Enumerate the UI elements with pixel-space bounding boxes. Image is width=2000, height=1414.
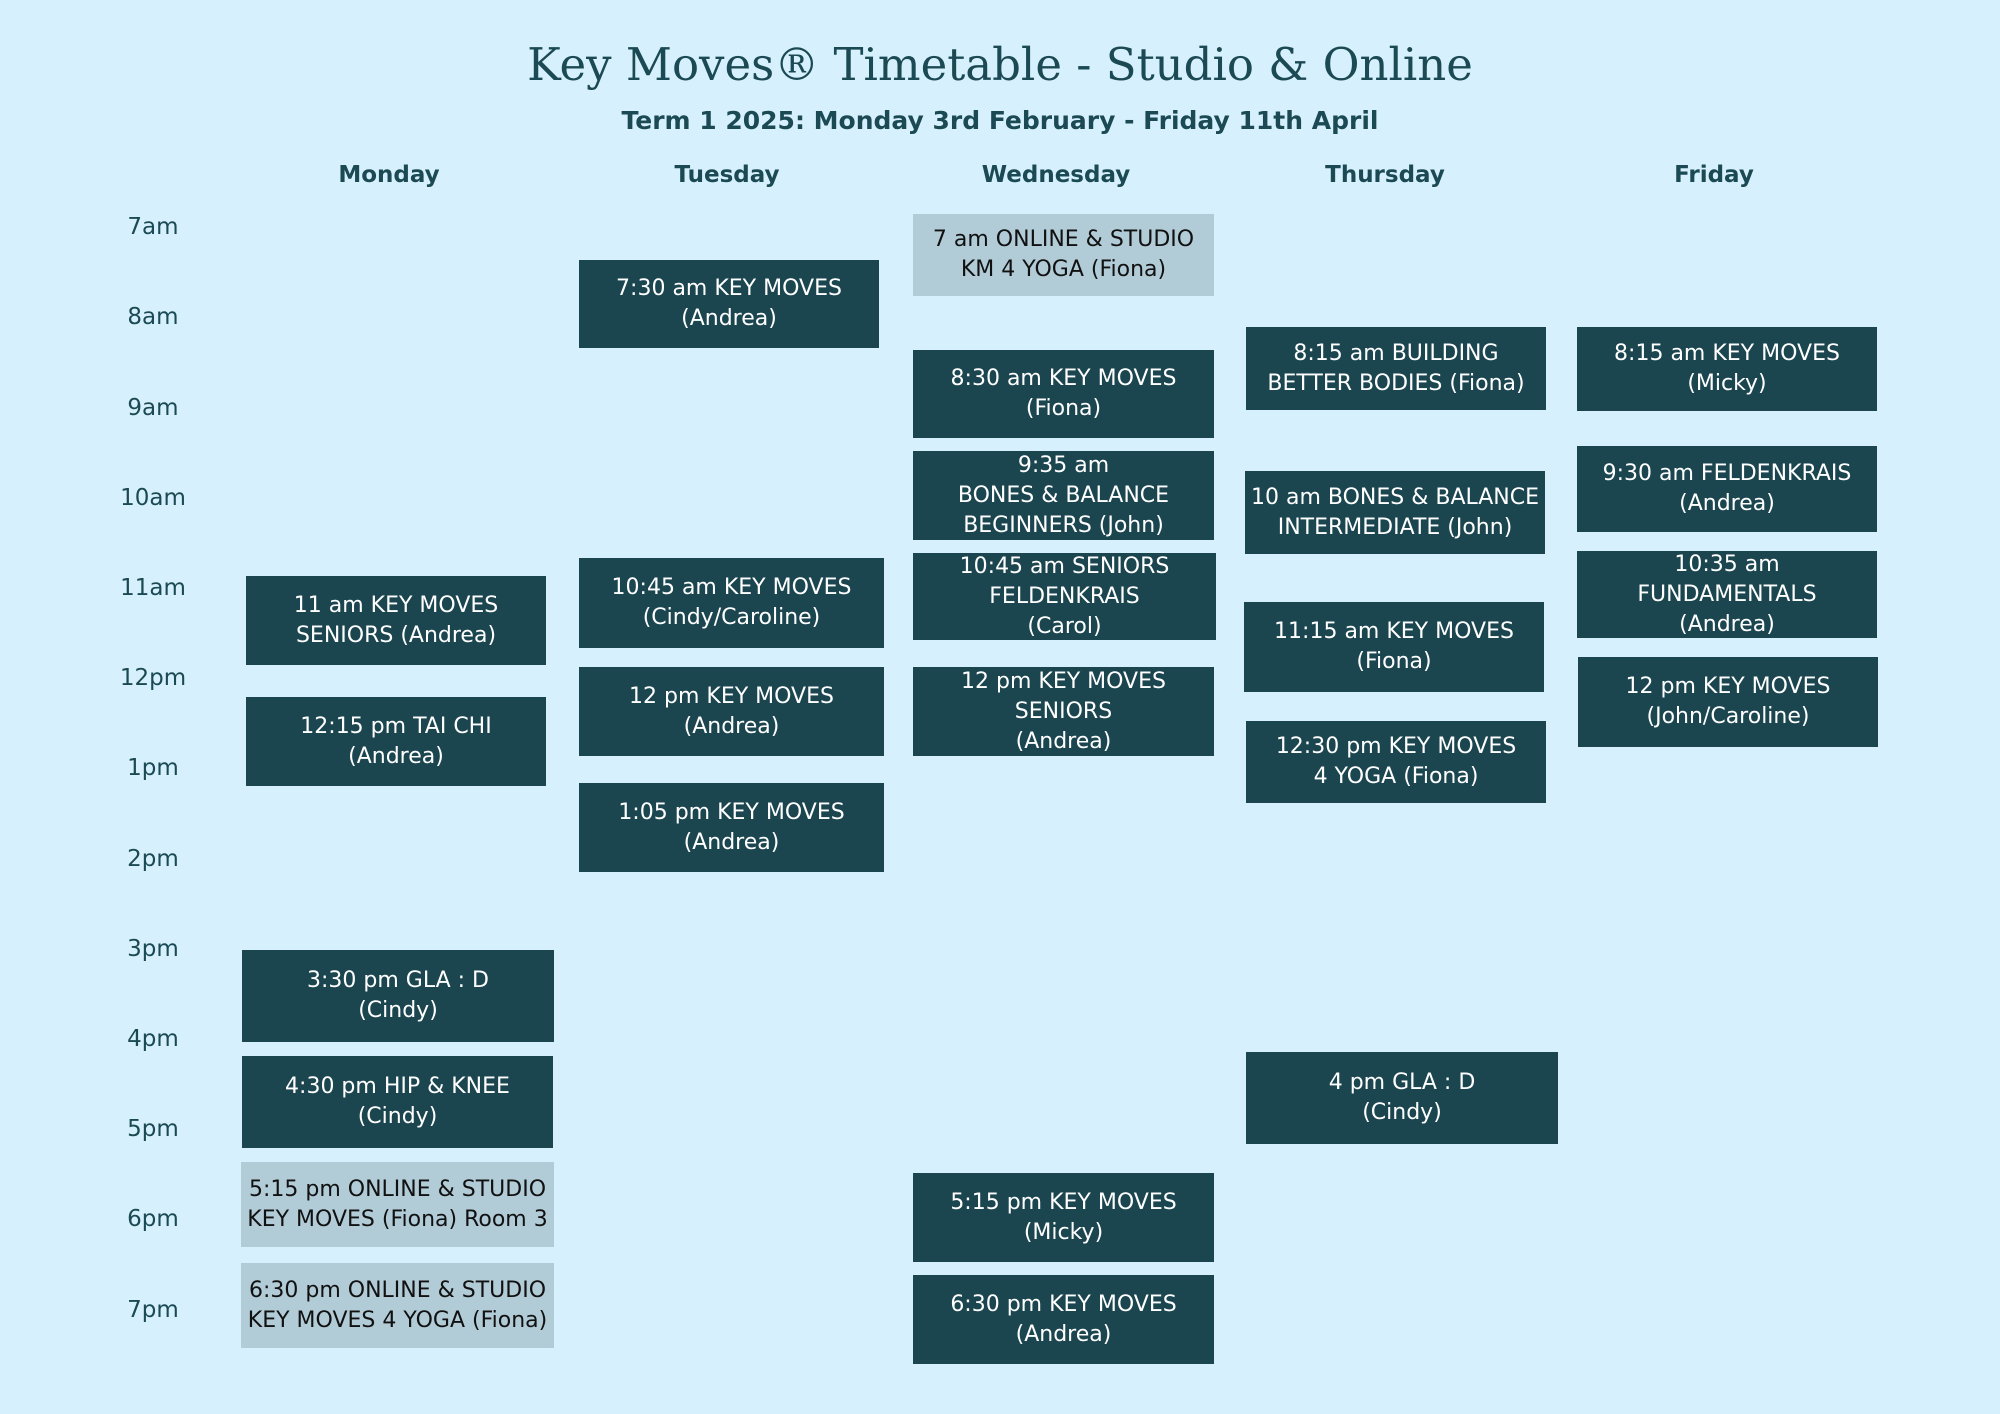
hour-label-5pm: 5pm: [127, 1116, 179, 1142]
hour-label-3pm: 3pm: [127, 936, 179, 962]
class-block-online[interactable]: 5:15 pm ONLINE & STUDIO KEY MOVES (Fiona…: [241, 1162, 554, 1247]
hour-label-2pm: 2pm: [127, 846, 179, 872]
class-block[interactable]: 1:05 pm KEY MOVES (Andrea): [579, 783, 884, 872]
class-block[interactable]: 4:30 pm HIP & KNEE (Cindy): [242, 1056, 553, 1148]
hour-label-7am: 7am: [127, 214, 179, 240]
class-block[interactable]: 10:45 am SENIORS FELDENKRAIS (Carol): [913, 553, 1216, 640]
term-subtitle: Term 1 2025: Monday 3rd February - Frida…: [621, 106, 1379, 135]
class-block[interactable]: 8:15 am BUILDING BETTER BODIES (Fiona): [1246, 327, 1546, 410]
class-block-online[interactable]: 6:30 pm ONLINE & STUDIO KEY MOVES 4 YOGA…: [241, 1263, 554, 1348]
class-block-online[interactable]: 7 am ONLINE & STUDIO KM 4 YOGA (Fiona): [913, 214, 1214, 296]
class-block[interactable]: 6:30 pm KEY MOVES (Andrea): [913, 1275, 1214, 1364]
class-block[interactable]: 9:35 am BONES & BALANCE BEGINNERS (John): [913, 451, 1214, 540]
class-block[interactable]: 11 am KEY MOVES SENIORS (Andrea): [246, 576, 546, 665]
day-header-friday: Friday: [1674, 162, 1754, 188]
hour-label-6pm: 6pm: [127, 1206, 179, 1232]
class-block[interactable]: 12 pm KEY MOVES (Andrea): [579, 667, 884, 756]
class-block[interactable]: 12:15 pm TAI CHI (Andrea): [246, 697, 546, 786]
hour-label-11am: 11am: [120, 575, 186, 601]
class-block[interactable]: 11:15 am KEY MOVES (Fiona): [1244, 602, 1544, 692]
hour-label-8am: 8am: [127, 304, 179, 330]
hour-label-1pm: 1pm: [127, 755, 179, 781]
class-block[interactable]: 10:35 am FUNDAMENTALS (Andrea): [1577, 551, 1877, 638]
class-block[interactable]: 9:30 am FELDENKRAIS (Andrea): [1577, 446, 1877, 532]
class-block[interactable]: 10:45 am KEY MOVES (Cindy/Caroline): [579, 558, 884, 648]
day-header-tuesday: Tuesday: [674, 162, 780, 188]
class-block[interactable]: 8:30 am KEY MOVES (Fiona): [913, 350, 1214, 438]
hour-label-7pm: 7pm: [127, 1297, 179, 1323]
class-block[interactable]: 12:30 pm KEY MOVES 4 YOGA (Fiona): [1246, 721, 1546, 803]
class-block[interactable]: 12 pm KEY MOVES (John/Caroline): [1578, 657, 1878, 747]
class-block[interactable]: 4 pm GLA : D (Cindy): [1246, 1052, 1558, 1144]
class-block[interactable]: 5:15 pm KEY MOVES (Micky): [913, 1173, 1214, 1262]
page-title: Key Moves® Timetable - Studio & Online: [527, 38, 1473, 91]
hour-label-10am: 10am: [120, 485, 186, 511]
class-block[interactable]: 3:30 pm GLA : D (Cindy): [242, 950, 554, 1042]
class-block[interactable]: 10 am BONES & BALANCE INTERMEDIATE (John…: [1245, 471, 1545, 554]
hour-label-9am: 9am: [127, 395, 179, 421]
hour-label-4pm: 4pm: [127, 1026, 179, 1052]
class-block[interactable]: 12 pm KEY MOVES SENIORS (Andrea): [913, 667, 1214, 756]
day-header-wednesday: Wednesday: [981, 162, 1131, 188]
hour-label-12pm: 12pm: [119, 665, 187, 691]
day-header-thursday: Thursday: [1325, 162, 1445, 188]
class-block[interactable]: 8:15 am KEY MOVES (Micky): [1577, 327, 1877, 411]
class-block[interactable]: 7:30 am KEY MOVES (Andrea): [579, 260, 879, 348]
day-header-monday: Monday: [338, 162, 440, 188]
